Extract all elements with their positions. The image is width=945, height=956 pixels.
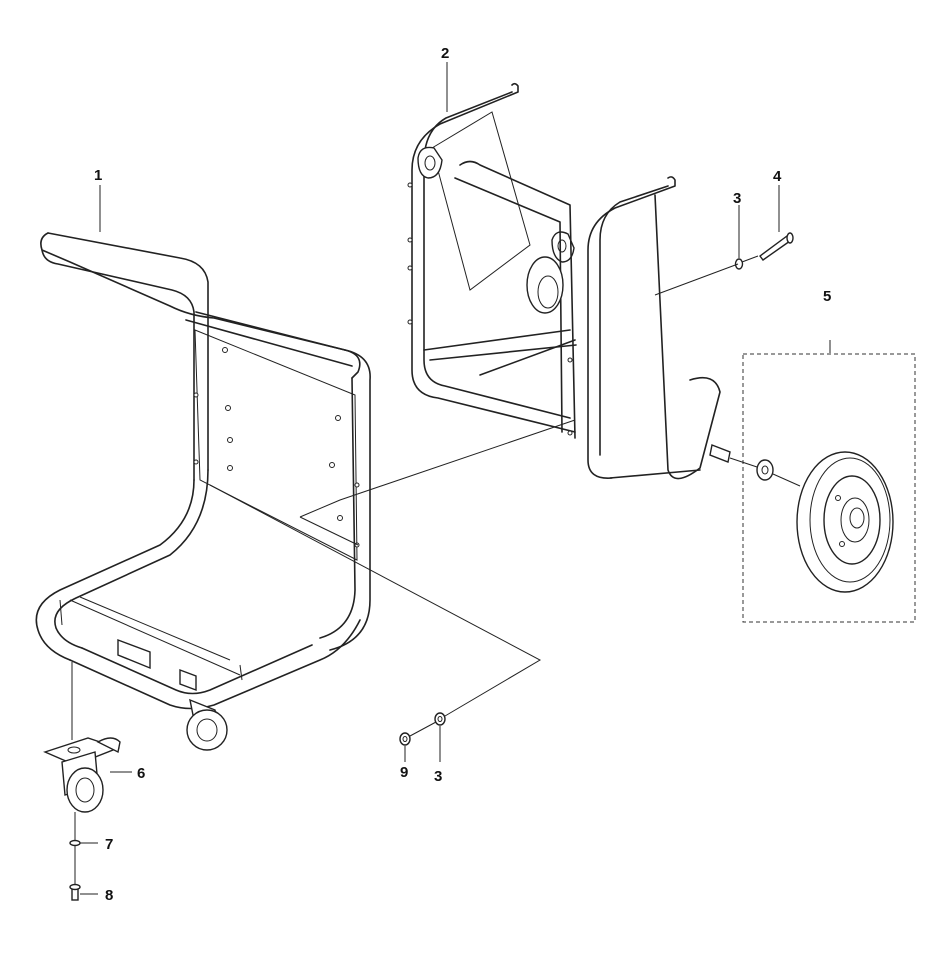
swivel-caster-part-6 [43,737,121,813]
nut-part-9 [399,732,411,746]
callout-1: 1 [94,167,102,184]
callout-6: 6 [137,765,145,782]
wheel-kit-part-5 [742,353,916,623]
rear-caster-wheel [186,698,228,751]
callout-5: 5 [823,288,831,305]
washer-part-7 [69,839,81,847]
washer-part-3-lower [434,712,446,726]
rear-frame-part-2 [407,82,731,480]
cart-frame-part-1 [35,232,371,751]
callout-3-upper: 3 [733,190,741,207]
screw-part-8 [69,883,81,901]
callout-3-lower: 3 [434,768,442,785]
callout-2: 2 [441,45,449,62]
callout-4: 4 [773,168,782,185]
washer-part-3-upper [734,258,744,270]
callout-9: 9 [400,764,408,781]
callout-7: 7 [105,836,113,853]
bolt-part-4 [759,232,794,261]
callout-8: 8 [105,887,113,904]
